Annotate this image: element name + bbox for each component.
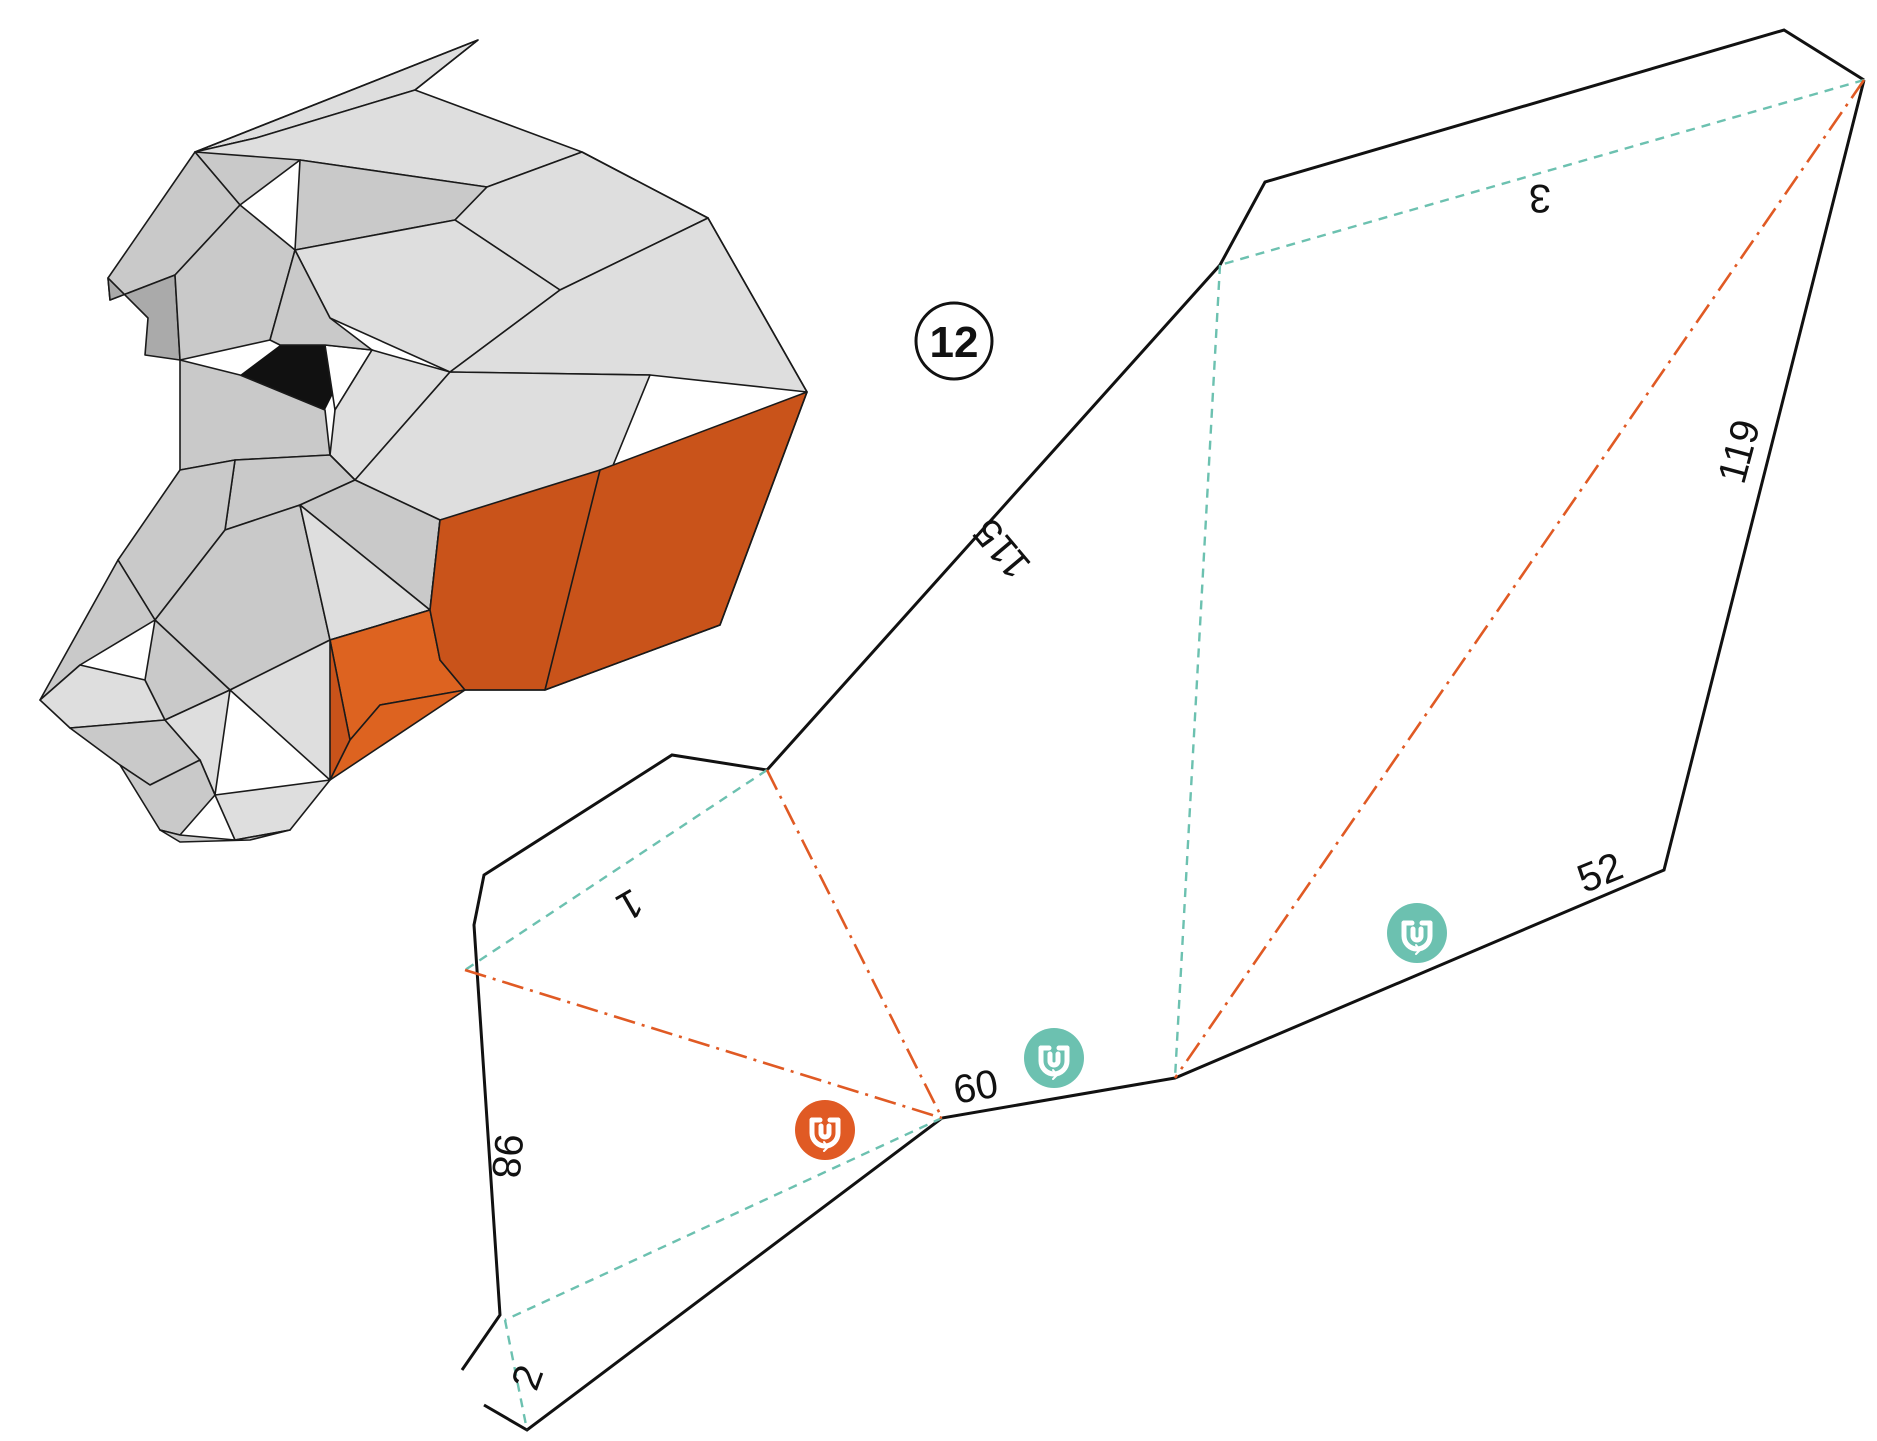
edge-label-115: 115 [965,510,1040,587]
edge-label-98: 98 [483,1132,531,1180]
magnet-marker-teal-2 [1387,903,1447,963]
mountain-fold-lines [464,79,1866,1120]
magnet-icon [1401,920,1433,955]
edge-label-60: 60 [950,1062,1001,1113]
mask-preview-illustration [39,39,808,843]
magnet-marker-orange [795,1100,855,1160]
step-badge-circle [914,301,994,381]
edge-label-3: 3 [1529,176,1551,220]
magnet-marker-teal-circle [1024,1028,1084,1088]
magnet-marker-orange-circle [795,1100,855,1160]
edge-label-1: 1 [609,880,650,929]
magnet-icon [1038,1045,1070,1080]
step-number-text: 12 [930,318,979,367]
magnet-marker-teal-circle [1387,903,1447,963]
edge-label-119: 119 [1710,415,1769,488]
edge-label-2: 2 [503,1360,552,1396]
step-number-badge: 12 [914,301,994,381]
magnet-icon [809,1117,841,1152]
magnet-marker-teal-1 [1024,1028,1084,1088]
valley-fold-lines [464,78,1865,1431]
cut-outline [460,28,1865,1371]
cut-outline-bottom [483,79,1866,1432]
edge-label-52: 52 [1571,844,1629,901]
papercraft-net: 115 3 119 52 60 1 98 2 [460,28,1866,1432]
